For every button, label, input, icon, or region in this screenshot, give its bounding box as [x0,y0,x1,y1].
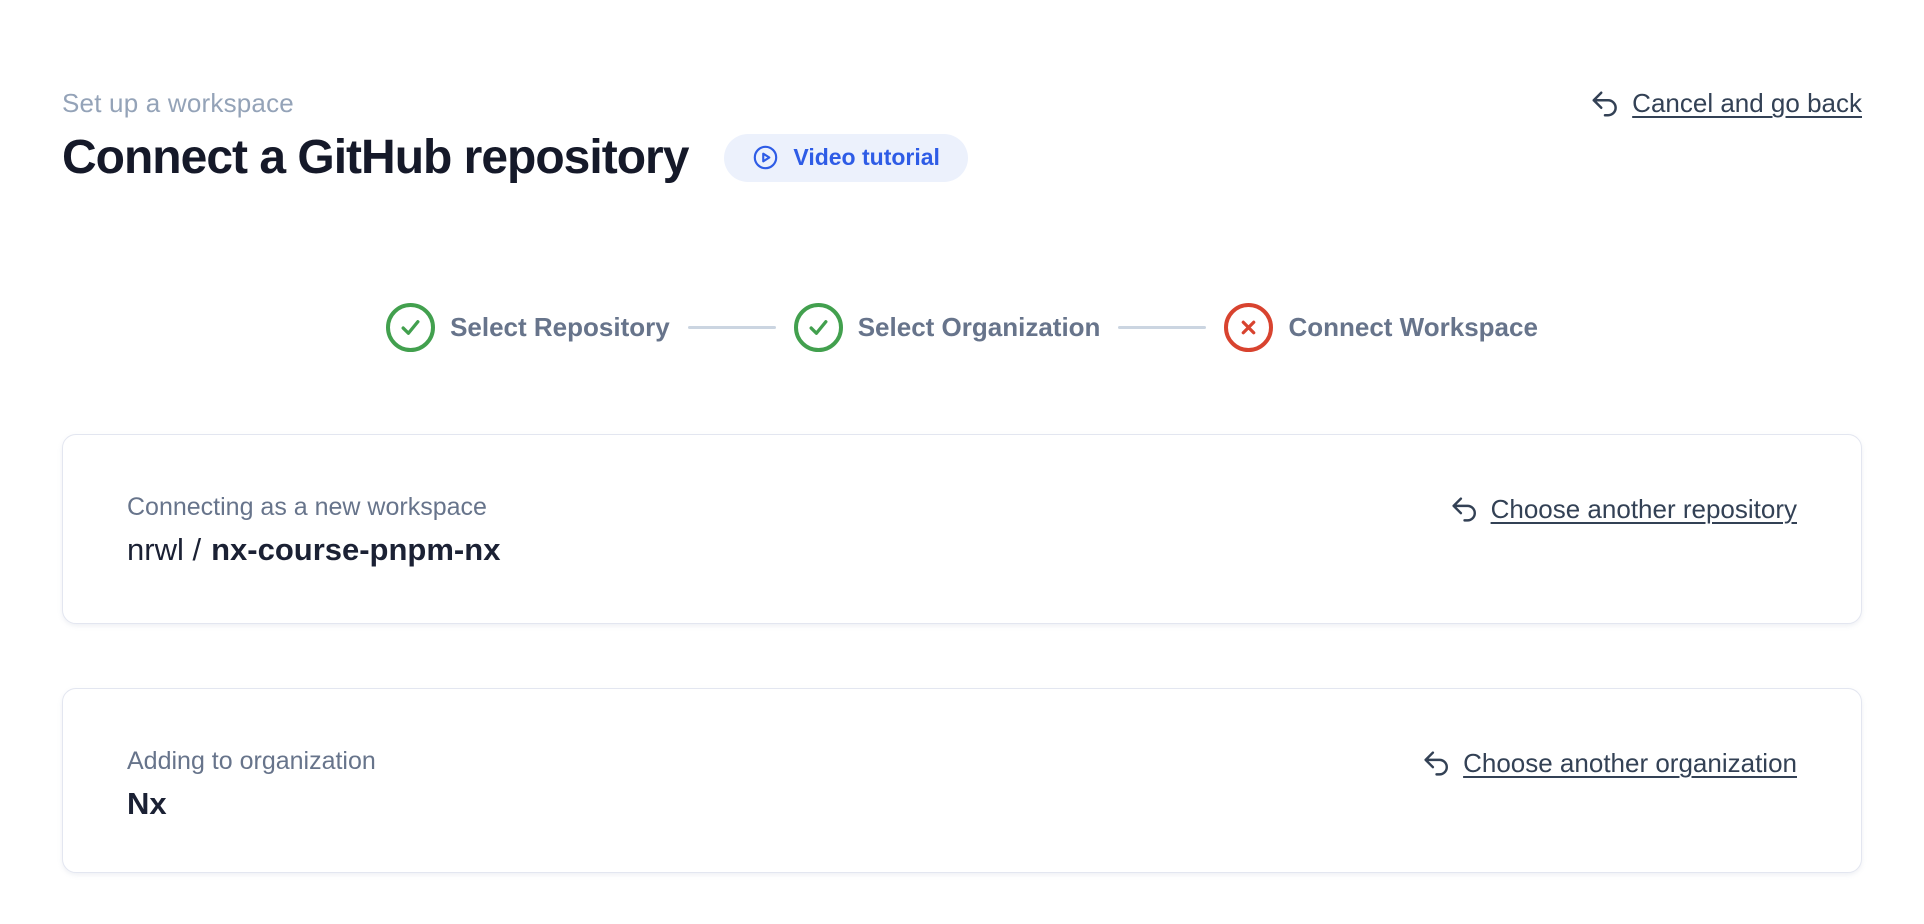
organization-name-text: Nx [127,785,167,821]
setup-stepper: Select Repository Select Organization Co… [62,302,1862,352]
repository-repo-name: nx-course-pnpm-nx [211,531,501,567]
eyebrow-label: Set up a workspace [62,88,294,118]
choose-another-organization-link[interactable]: Choose another organization [1422,748,1797,779]
step-label: Select Repository [450,311,670,342]
video-tutorial-button[interactable]: Video tutorial [724,133,968,182]
organization-card-label: Adding to organization [127,746,376,775]
check-circle-icon [793,302,843,352]
repository-owner: nrwl / [127,531,202,567]
step-label: Connect Workspace [1288,311,1538,342]
step-connector [1118,325,1207,329]
header-top-row: Set up a workspace Cancel and go back [62,0,1862,119]
organization-name: Nx [127,786,376,822]
repository-name: nrwl / nx-course-pnpm-nx [127,532,500,568]
organization-card: Adding to organization Nx Choose another… [62,687,1862,873]
step-connect-workspace: Connect Workspace [1224,302,1538,352]
x-circle-icon [1224,302,1274,352]
step-label: Select Organization [857,311,1101,342]
step-connector [687,325,776,329]
undo-icon [1422,749,1451,778]
cancel-link-label: Cancel and go back [1632,88,1862,118]
choose-another-repository-link[interactable]: Choose another repository [1450,494,1797,525]
check-circle-icon [386,302,436,352]
repository-card: Connecting as a new workspace nrwl / nx-… [62,433,1862,624]
cancel-and-go-back-link[interactable]: Cancel and go back [1590,88,1862,119]
repository-card-label: Connecting as a new workspace [127,492,487,521]
repository-card-info: Connecting as a new workspace nrwl / nx-… [127,493,500,568]
undo-icon [1590,89,1620,119]
step-select-repository: Select Repository [386,302,670,352]
choose-repository-label: Choose another repository [1490,493,1797,524]
play-circle-icon [752,144,779,171]
choose-organization-label: Choose another organization [1463,747,1797,778]
organization-card-info: Adding to organization Nx [127,747,376,822]
video-tutorial-label: Video tutorial [793,144,940,171]
page-title: Connect a GitHub repository [62,131,689,184]
title-row: Connect a GitHub repository Video tutori… [62,129,1862,187]
step-select-organization: Select Organization [793,302,1101,352]
undo-icon [1450,495,1479,524]
